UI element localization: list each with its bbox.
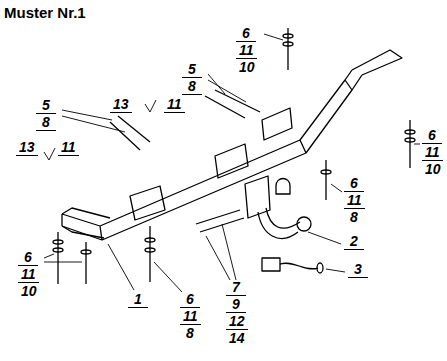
callout-number: 13 (16, 140, 38, 156)
callout-number: 8 (344, 210, 364, 225)
leader-line (108, 244, 134, 290)
callout-number: 11 (422, 145, 443, 161)
cross-beam (62, 140, 306, 240)
callout-number: 6 (236, 26, 256, 42)
bolt (85, 242, 86, 284)
callout-number: 11 (18, 267, 39, 283)
leader-line (414, 144, 420, 145)
leader-line (44, 262, 82, 263)
callout-number: 11 (236, 43, 257, 59)
right-arm (300, 50, 402, 153)
bolt-set (53, 28, 415, 284)
callout-number: 5 (182, 62, 202, 78)
socket-box (262, 258, 280, 271)
callout-number: 14 (226, 331, 248, 346)
mount-plate (130, 186, 165, 220)
callout-number: 6 (422, 128, 442, 144)
callout-number: 12 (226, 314, 248, 330)
bolt (325, 160, 326, 200)
leader-line (326, 269, 345, 272)
bolt (409, 120, 410, 168)
washer (283, 42, 293, 46)
callout-number: 11 (164, 97, 185, 113)
callout-number: 3 (348, 262, 368, 278)
leader-line (62, 116, 125, 132)
leader-line (154, 262, 182, 292)
leader-line (208, 80, 246, 102)
callout-number: 10 (18, 284, 40, 299)
callout-number: 2 (344, 234, 364, 250)
washer (81, 250, 91, 254)
callout-number: 1 (128, 292, 148, 308)
washer (145, 238, 155, 242)
ball-cap (276, 179, 290, 195)
leader-line (44, 254, 54, 258)
callout-number: 11 (180, 309, 201, 325)
cable-grommet (317, 263, 323, 273)
bolt (205, 96, 245, 118)
bolt (110, 122, 140, 150)
washer (283, 34, 293, 38)
callout-number: 11 (344, 193, 365, 209)
washer (405, 130, 415, 134)
join-tick (44, 148, 55, 160)
washer (53, 248, 63, 252)
ball-neck (258, 208, 300, 238)
bolt (215, 90, 260, 112)
callout-number: 8 (36, 115, 56, 131)
callout-number: 5 (36, 98, 56, 114)
callout-number: 11 (58, 140, 79, 156)
leader-line (308, 232, 341, 244)
drawing-title: Muster Nr.1 (4, 4, 86, 21)
washer (405, 138, 415, 142)
leader-line (331, 184, 342, 192)
callout-number: 13 (110, 97, 132, 113)
mount-plate (215, 144, 248, 178)
bolt (149, 226, 150, 282)
callout-number: 7 (226, 280, 246, 296)
callout-number: 8 (182, 79, 202, 95)
leader-line (264, 34, 283, 40)
leader-line (222, 224, 236, 280)
leader-line (208, 74, 225, 94)
left-arm (62, 208, 110, 238)
join-tick (145, 100, 156, 112)
callout-number: 6 (18, 250, 38, 266)
tow-ball (297, 217, 311, 231)
mount-plate (262, 108, 292, 140)
callout-number: 9 (226, 297, 246, 313)
washer (321, 170, 331, 174)
callout-number: 6 (180, 292, 200, 308)
callout-number: 6 (344, 176, 364, 192)
washer (53, 240, 63, 244)
socket-cable (280, 263, 318, 269)
bolt (118, 116, 150, 142)
callout-number: 10 (422, 162, 444, 177)
washer (145, 248, 155, 252)
callout-number: 8 (180, 326, 200, 341)
leader-line (62, 110, 112, 120)
callout-number: 10 (236, 60, 258, 75)
